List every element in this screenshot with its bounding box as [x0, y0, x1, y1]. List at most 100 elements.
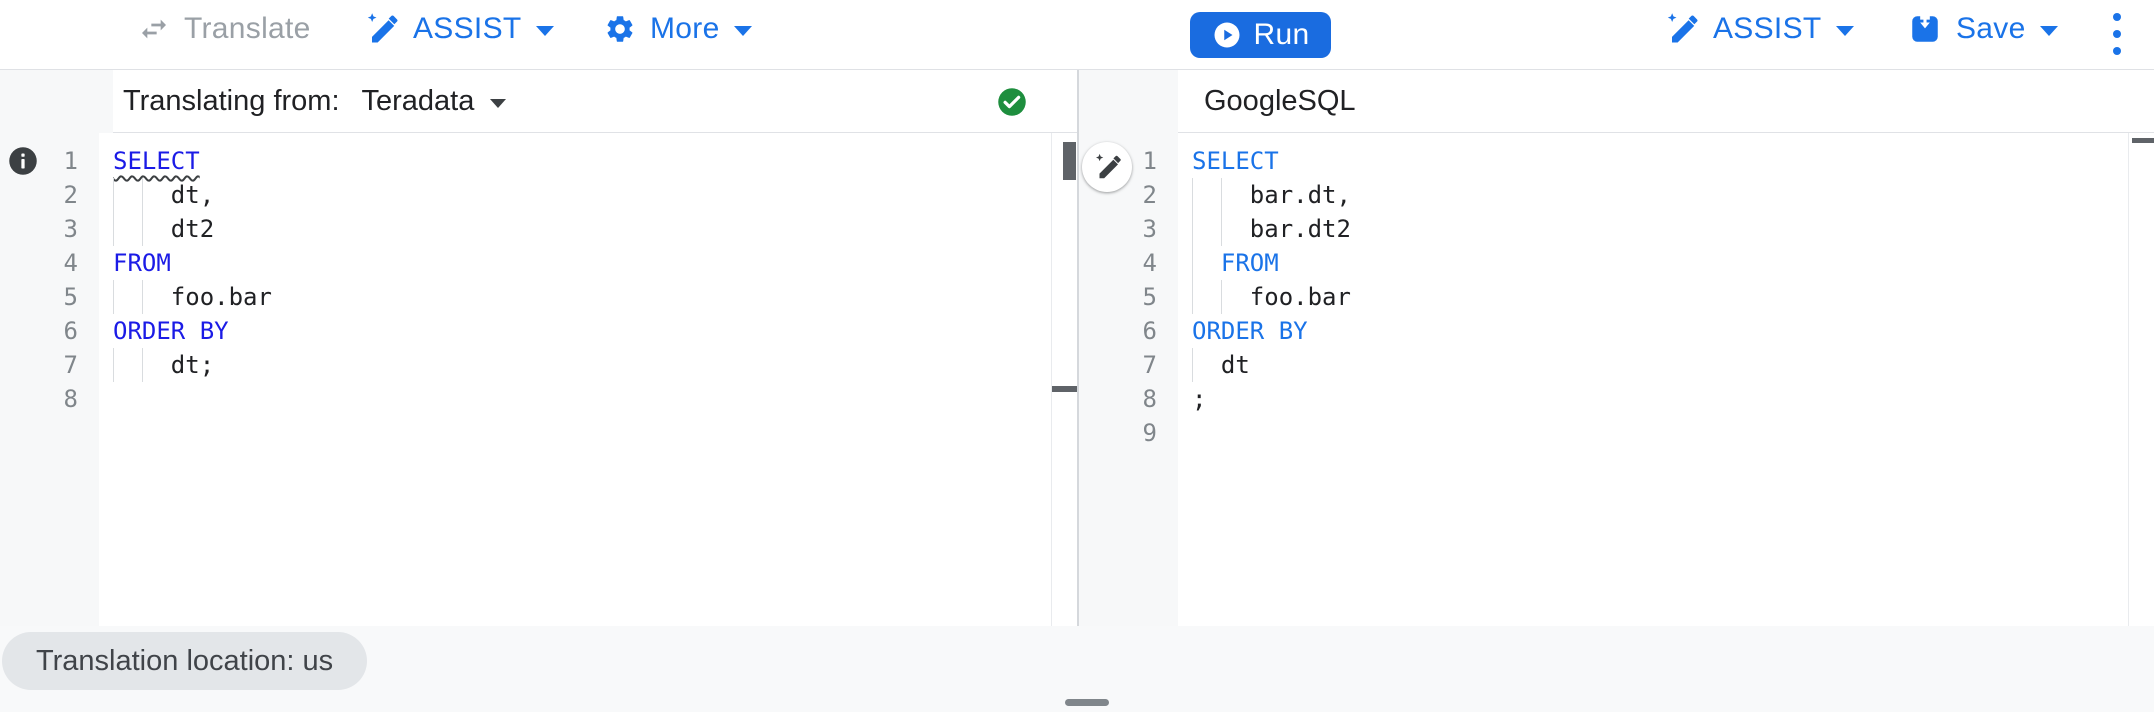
code-line[interactable]: 2 bar.dt, [1079, 178, 2154, 212]
code-line[interactable]: 2 dt, [0, 178, 1077, 212]
run-button[interactable]: Run [1190, 12, 1331, 58]
panel-resize-handle[interactable] [1065, 699, 1109, 706]
code-text[interactable]: dt [1178, 348, 2154, 382]
indent-guide [142, 212, 143, 246]
right-editor-scrollbar-thumb[interactable] [2132, 138, 2154, 143]
line-number: 6 [1142, 317, 1157, 345]
code-text[interactable]: FROM [1178, 246, 2154, 280]
left-scrollbar-track-line [1051, 70, 1052, 626]
sql-keyword: ORDER BY [1192, 317, 1308, 345]
code-line[interactable]: 6 ORDER BY [1079, 314, 2154, 348]
code-text[interactable]: ORDER BY [99, 314, 1077, 348]
code-line[interactable]: 5 foo.bar [1079, 280, 2154, 314]
indent-guide [1221, 178, 1222, 212]
sql-code: bar.dt2 [1192, 215, 1351, 243]
indent-guide [142, 178, 143, 212]
code-line[interactable]: 3 bar.dt2 [1079, 212, 2154, 246]
code-text[interactable]: bar.dt, [1178, 178, 2154, 212]
pane-divider[interactable] [1077, 70, 1079, 626]
translate-button[interactable]: Translate [138, 0, 311, 58]
chevron-down-icon [733, 26, 752, 36]
code-line[interactable]: 5 foo.bar [0, 280, 1077, 314]
line-number: 3 [63, 215, 78, 243]
left-editor-scrollbar-marker[interactable] [1052, 386, 1077, 392]
assist-sparkle-pen-icon [1663, 11, 1699, 47]
play-circle-icon [1212, 20, 1242, 50]
code-text[interactable]: FROM [99, 246, 1077, 280]
source-dialect-dropdown[interactable]: Teradata [362, 85, 507, 118]
line-number: 4 [1142, 249, 1157, 277]
sql-code: foo.bar [113, 283, 272, 311]
assist-menu-left[interactable]: ASSIST [363, 0, 554, 58]
more-menu[interactable]: More [604, 0, 752, 58]
code-line[interactable]: 8; [1079, 382, 2154, 416]
sql-keyword: FROM [1192, 249, 1279, 277]
indent-guide [1192, 280, 1193, 314]
line-number: 2 [63, 181, 78, 209]
line-number: 6 [63, 317, 78, 345]
left-editor-vertical-scrollbar-thumb[interactable] [1063, 142, 1076, 180]
code-line[interactable]: 3 dt2 [0, 212, 1077, 246]
code-line[interactable]: 7 dt; [0, 348, 1077, 382]
translation-location-chip: Translation location: us [2, 632, 368, 690]
assist-right-label: ASSIST [1713, 12, 1822, 45]
swap-arrows-icon [138, 13, 170, 45]
assist-label: ASSIST [413, 12, 522, 45]
inline-assist-button[interactable] [1082, 142, 1132, 192]
indent-guide [142, 348, 143, 382]
code-text[interactable] [1178, 416, 2154, 450]
indent-guide [1192, 178, 1193, 212]
indent-guide [113, 348, 114, 382]
code-text[interactable]: dt, [99, 178, 1077, 212]
translation-success-check-icon [997, 87, 1027, 117]
code-text[interactable]: ; [1178, 382, 2154, 416]
footer-bar: Translation location: us [0, 626, 2154, 712]
sql-keyword: SELECT [1192, 147, 1279, 175]
kebab-dot [2113, 30, 2121, 38]
indent-guide [113, 212, 114, 246]
code-text[interactable]: foo.bar [99, 280, 1077, 314]
code-text[interactable]: SELECT [99, 144, 1077, 178]
line-info-icon[interactable] [8, 146, 38, 176]
code-text[interactable]: dt2 [99, 212, 1077, 246]
save-menu[interactable]: Save [1908, 0, 2058, 58]
indent-guide [113, 178, 114, 212]
code-line[interactable]: 9 [1079, 416, 2154, 450]
code-text[interactable]: bar.dt2 [1178, 212, 2154, 246]
line-number: 2 [1142, 181, 1157, 209]
source-pane-header: Translating from: Teradata [113, 70, 1077, 133]
code-line[interactable]: 7 dt [1079, 348, 2154, 382]
line-number: 3 [1142, 215, 1157, 243]
kebab-dot [2113, 47, 2121, 55]
code-text[interactable] [99, 382, 1077, 416]
sql-keyword: FROM [113, 249, 171, 277]
sql-code: ; [1192, 385, 1207, 413]
chevron-down-icon [490, 98, 507, 108]
sql-code: dt2 [113, 215, 215, 243]
run-label: Run [1253, 18, 1310, 51]
code-line[interactable]: 4 FROM [1079, 246, 2154, 280]
sparkle-pen-icon [1096, 153, 1121, 179]
assist-menu-right[interactable]: ASSIST [1663, 0, 1854, 58]
indent-guide [1192, 246, 1193, 280]
line-number: 8 [63, 385, 78, 413]
code-text[interactable]: SELECT [1178, 144, 2154, 178]
code-text[interactable]: foo.bar [1178, 280, 2154, 314]
indent-guide [1221, 212, 1222, 246]
chevron-down-icon [2039, 26, 2058, 36]
sql-keyword: SELECT [113, 147, 200, 175]
top-toolbar: Translate ASSIST More Run [0, 0, 2154, 70]
overflow-menu-button[interactable] [2104, 8, 2130, 60]
code-text[interactable]: dt; [99, 348, 1077, 382]
code-line[interactable]: 6 ORDER BY [0, 314, 1077, 348]
code-text[interactable]: ORDER BY [1178, 314, 2154, 348]
indent-guide [1192, 348, 1193, 382]
code-line[interactable]: 8 [0, 382, 1077, 416]
